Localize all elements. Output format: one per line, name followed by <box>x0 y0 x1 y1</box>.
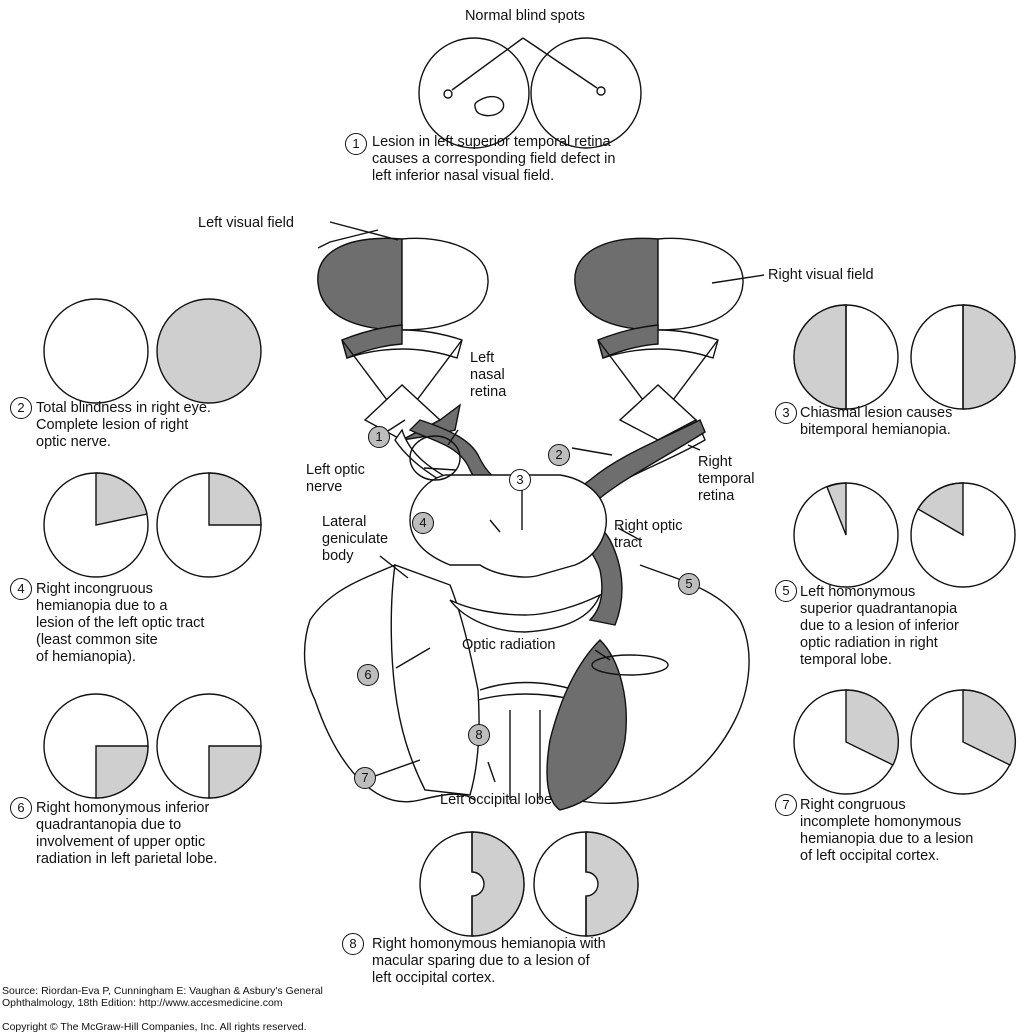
label-left-occipital-lobe: Left occipital lobe <box>440 792 553 808</box>
caption-lesion-3: Chiasmal lesion causes bitemporal hemian… <box>800 405 953 438</box>
field-3 <box>793 304 1016 410</box>
caption-number-7: 7 <box>775 794 797 816</box>
field-8 <box>419 831 639 937</box>
pathway-marker-8: 8 <box>468 724 490 746</box>
caption-lesion-4: Right incongruous hemianopia due to a le… <box>36 581 205 665</box>
caption-number-1: 1 <box>345 133 367 155</box>
label-left-nasal-retina: Left nasal retina <box>470 350 507 400</box>
caption-number-4: 4 <box>10 578 32 600</box>
field-7 <box>793 689 1017 795</box>
caption-number-6: 6 <box>10 797 32 819</box>
pathway-marker-5: 5 <box>678 573 700 595</box>
pathway-marker-6: 6 <box>357 664 379 686</box>
caption-lesion-1: Lesion in left superior temporal retina … <box>372 134 616 184</box>
caption-lesion-8: Right homonymous hemianopia with macular… <box>372 936 606 986</box>
caption-number-5: 5 <box>775 580 797 602</box>
caption-lesion-2: Total blindness in right eye. Complete l… <box>36 400 211 450</box>
field-6 <box>43 693 262 799</box>
pathway-marker-7: 7 <box>354 767 376 789</box>
field-5 <box>793 482 1016 588</box>
field-4 <box>43 472 262 578</box>
blind-spot-fields <box>418 37 642 149</box>
label-normal-blind-spots: Normal blind spots <box>464 8 586 24</box>
label-left-visual-field: Left visual field <box>198 215 294 231</box>
label-right-temporal-retina: Right temporal retina <box>698 454 755 504</box>
pathway-marker-1: 1 <box>368 426 390 448</box>
brain-outline <box>303 419 750 811</box>
caption-number-3: 3 <box>775 402 797 424</box>
caption-lesion-6: Right homonymous inferior quadrantanopia… <box>36 800 218 867</box>
caption-number-2: 2 <box>10 397 32 419</box>
caption-lesion-7: Right congruous incomplete homonymous he… <box>800 797 974 864</box>
source-citation: Source: Riordan-Eva P, Cunningham E: Vau… <box>2 985 323 1009</box>
label-optic-radiation: Optic radiation <box>462 637 556 653</box>
pathway-marker-4: 4 <box>412 512 434 534</box>
label-left-optic-nerve: Left optic nerve <box>306 462 365 495</box>
label-lateral-geniculate-body: Lateral geniculate body <box>322 514 389 564</box>
pathway-marker-3: 3 <box>509 469 531 491</box>
left-eye-field <box>317 221 489 331</box>
copyright-notice: Copyright © The McGraw-Hill Companies, I… <box>2 1021 307 1033</box>
pathway-marker-2: 2 <box>548 444 570 466</box>
caption-number-8: 8 <box>342 933 364 955</box>
right-eye-field <box>574 237 765 331</box>
label-right-optic-tract: Right optic tract <box>614 518 683 551</box>
caption-lesion-5: Left homonymous superior quadrantanopia … <box>800 584 959 668</box>
label-right-visual-field: Right visual field <box>768 267 874 283</box>
field-2 <box>43 298 262 404</box>
